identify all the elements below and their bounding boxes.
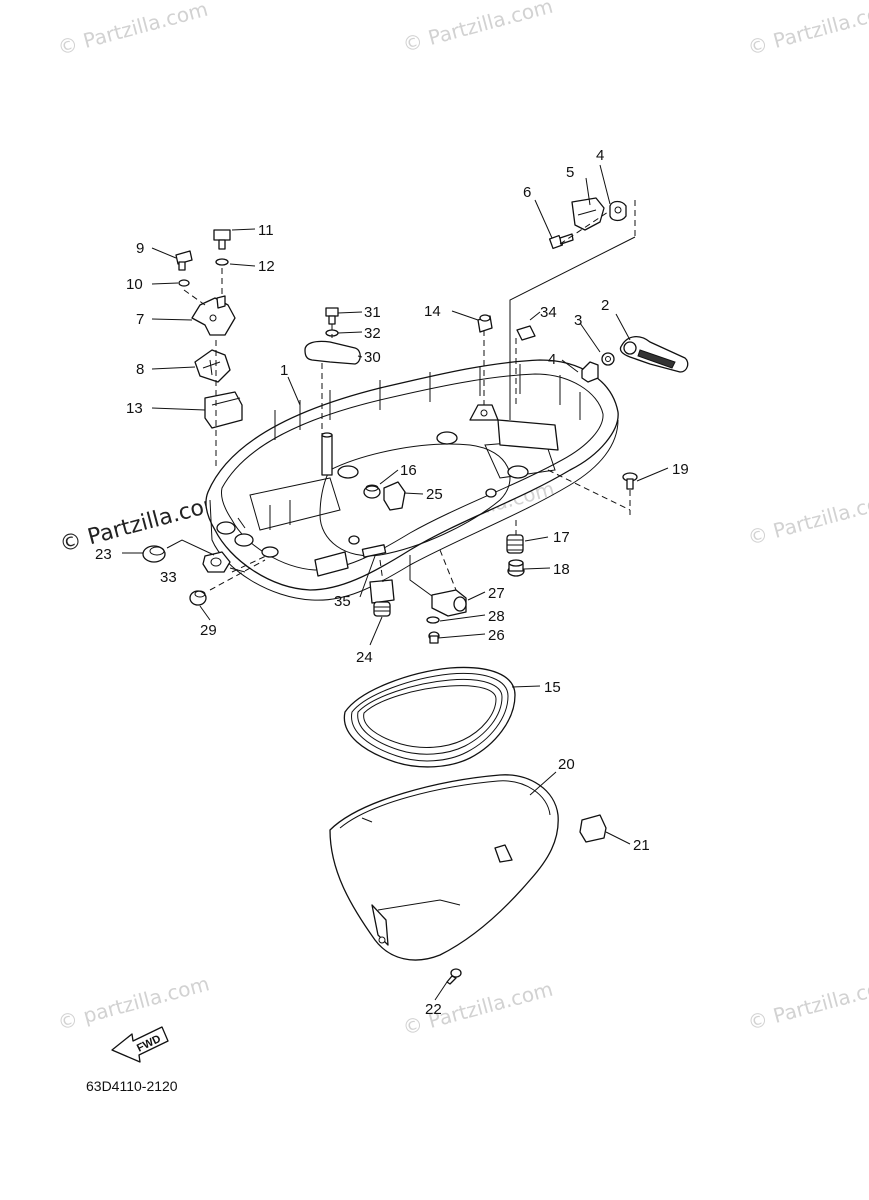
callout-32: 32 bbox=[364, 325, 381, 342]
callout-22: 22 bbox=[425, 1001, 442, 1018]
watermark: © Partzilla.com bbox=[400, 0, 555, 57]
callout-26: 26 bbox=[488, 627, 505, 644]
callout-15: 15 bbox=[544, 679, 561, 696]
callout-23: 23 bbox=[95, 546, 112, 563]
callout-14: 14 bbox=[424, 303, 441, 320]
watermark: © Partzilla.com bbox=[55, 0, 210, 60]
small-parts-drawing bbox=[142, 197, 689, 985]
callout-2: 2 bbox=[601, 297, 609, 314]
callout-labels: 1 2 3 4 4 5 6 7 8 9 10 11 12 13 14 15 16… bbox=[95, 147, 689, 1018]
watermark: © Partzilla.com bbox=[745, 487, 869, 550]
callout-4-upper: 4 bbox=[596, 147, 604, 164]
watermark: © Partzilla.com bbox=[745, 972, 869, 1035]
callout-28: 28 bbox=[488, 608, 505, 625]
callout-20: 20 bbox=[558, 756, 575, 773]
callout-8: 8 bbox=[136, 361, 144, 378]
callout-6: 6 bbox=[523, 184, 531, 201]
diagram-reference-code: 63D4110-2120 bbox=[86, 1078, 178, 1094]
callout-30: 30 bbox=[364, 349, 381, 366]
seal-drawing bbox=[343, 666, 516, 768]
callout-35: 35 bbox=[334, 593, 351, 610]
callout-25: 25 bbox=[426, 486, 443, 503]
callout-31: 31 bbox=[364, 304, 381, 321]
callout-16: 16 bbox=[400, 462, 417, 479]
callout-5: 5 bbox=[566, 164, 574, 181]
bottom-cover-drawing bbox=[329, 774, 559, 961]
callout-9: 9 bbox=[136, 240, 144, 257]
callout-27: 27 bbox=[488, 585, 505, 602]
callout-1: 1 bbox=[280, 362, 288, 379]
leader-lines bbox=[122, 164, 669, 1001]
fwd-arrow-icon: FWD bbox=[111, 1026, 169, 1063]
bottom-cowling-drawing bbox=[205, 359, 619, 601]
watermark: © Partzilla.com bbox=[745, 0, 869, 60]
callout-19: 19 bbox=[672, 461, 689, 478]
callout-11: 11 bbox=[258, 222, 274, 239]
callout-29: 29 bbox=[200, 622, 217, 639]
callout-3: 3 bbox=[574, 312, 582, 329]
watermark: © Partzilla.com bbox=[57, 490, 227, 558]
callout-10: 10 bbox=[126, 276, 143, 293]
callout-24: 24 bbox=[356, 649, 373, 666]
callout-21: 21 bbox=[633, 837, 650, 854]
watermark: © Partzilla.com bbox=[400, 977, 555, 1040]
callout-34: 34 bbox=[540, 304, 557, 321]
assembly-lines bbox=[166, 200, 636, 597]
callout-13: 13 bbox=[126, 400, 143, 417]
callout-4: 4 bbox=[548, 351, 556, 368]
fwd-label: FWD bbox=[135, 1033, 163, 1055]
callout-18: 18 bbox=[553, 561, 570, 578]
callout-17: 17 bbox=[553, 529, 570, 546]
watermark: © partzilla.com bbox=[55, 971, 212, 1035]
callout-7: 7 bbox=[136, 311, 144, 328]
callout-12: 12 bbox=[258, 258, 275, 275]
callout-33: 33 bbox=[160, 569, 177, 586]
